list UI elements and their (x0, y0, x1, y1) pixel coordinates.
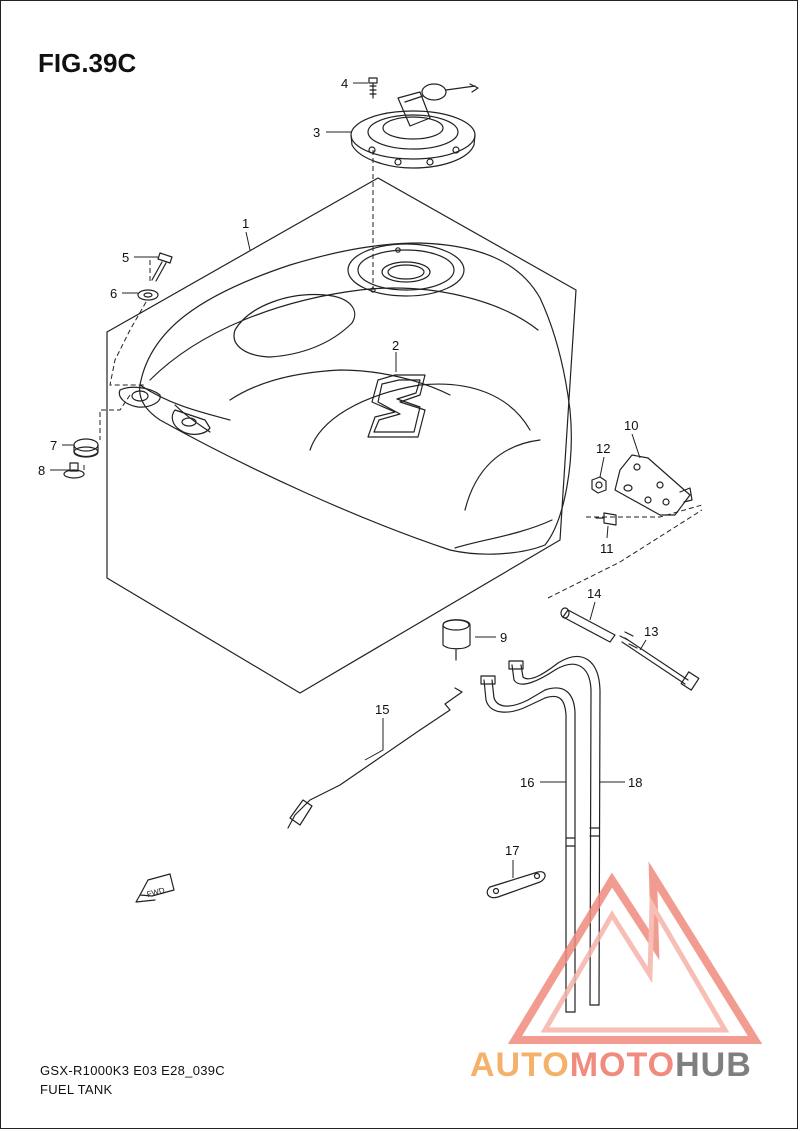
model-code: GSX-R1000K3 E03 E28_039C (40, 1063, 225, 1078)
mount-screw (151, 252, 173, 282)
callout-18: 18 (628, 775, 642, 790)
section-name: FUEL TANK (40, 1082, 113, 1097)
callout-15: 15 (375, 702, 389, 717)
callout-2: 2 (392, 338, 399, 353)
tank-bracket (614, 454, 693, 516)
callout-14: 14 (587, 586, 601, 601)
watermark-part-a: AUTO (470, 1046, 570, 1084)
callout-6: 6 (110, 286, 117, 301)
hose-clamp (486, 871, 546, 899)
sensor-lead (287, 687, 463, 829)
callout-1: 1 (242, 216, 249, 231)
damper-rubber (442, 619, 471, 661)
callout-16: 16 (520, 775, 534, 790)
figure-title: FIG.39C (38, 48, 137, 78)
dashed-alignment-lines (83, 150, 703, 599)
watermark-logo (507, 861, 763, 1044)
callout-8: 8 (38, 463, 45, 478)
fuel-tank-body (118, 242, 572, 555)
tank-assembly-outline (106, 177, 577, 694)
drain-hose (480, 675, 576, 1013)
callout-7: 7 (50, 438, 57, 453)
hinge-bolt (619, 631, 700, 691)
callout-13: 13 (644, 624, 658, 639)
watermark-brand-text: AUTOMOTOHUB (470, 1046, 752, 1085)
callout-12: 12 (596, 441, 610, 456)
callout-5: 5 (122, 250, 129, 265)
callout-4: 4 (341, 76, 348, 91)
spacer-rod (560, 607, 616, 643)
leader-lines (50, 82, 647, 878)
watermark-part-c: HUB (675, 1046, 752, 1084)
callout-3: 3 (313, 125, 320, 140)
callout-10: 10 (624, 418, 638, 433)
bracket-bolt (595, 512, 617, 526)
tank-emblem (367, 374, 426, 438)
bracket-nut (591, 476, 607, 494)
callout-9: 9 (500, 630, 507, 645)
fwd-label: FWD (146, 886, 166, 899)
washer (137, 289, 159, 301)
cap-bolt (368, 77, 378, 99)
breather-hose (508, 656, 601, 1006)
fuel-cap-assembly (350, 83, 479, 169)
rubber-cushion (73, 438, 99, 458)
callout-17: 17 (505, 843, 519, 858)
forward-direction-arrow (135, 873, 175, 903)
callout-11: 11 (600, 541, 614, 556)
watermark-part-b: MOTO (569, 1046, 676, 1084)
callout-labels: 1 2 3 4 5 6 7 8 9 10 11 12 13 14 15 16 1… (38, 76, 658, 899)
